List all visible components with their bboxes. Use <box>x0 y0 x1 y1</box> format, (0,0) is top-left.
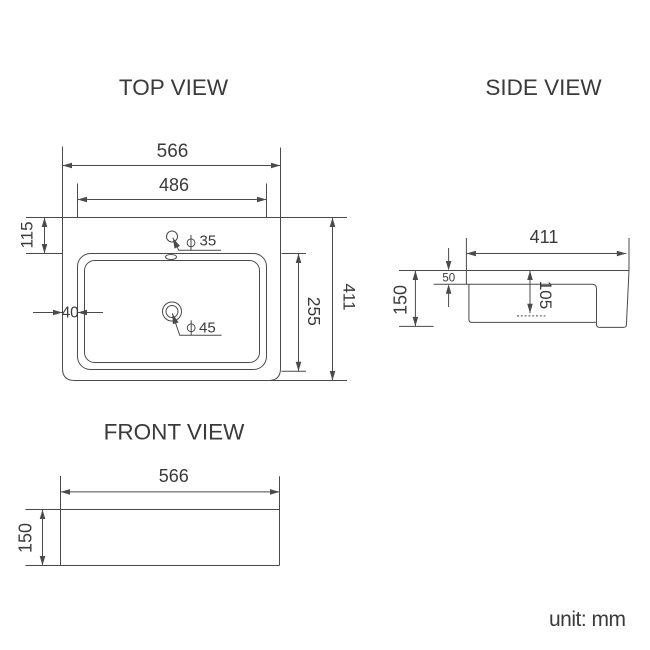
svg-text:255: 255 <box>304 297 324 326</box>
svg-text:unit: mm: unit: mm <box>549 608 626 631</box>
svg-text:115: 115 <box>18 221 37 248</box>
svg-text:150: 150 <box>391 285 411 315</box>
svg-text:TOP VIEW: TOP VIEW <box>119 75 229 100</box>
svg-text:566: 566 <box>159 466 189 486</box>
svg-text:35: 35 <box>200 232 217 249</box>
svg-text:105: 105 <box>536 281 555 309</box>
svg-text:411: 411 <box>530 227 559 247</box>
svg-text:150: 150 <box>15 523 35 553</box>
svg-text:411: 411 <box>340 283 359 310</box>
svg-text:566: 566 <box>157 141 189 162</box>
svg-text:FRONT VIEW: FRONT VIEW <box>104 420 246 445</box>
svg-text:45: 45 <box>199 320 216 337</box>
svg-text:SIDE VIEW: SIDE VIEW <box>485 75 602 100</box>
svg-text:50: 50 <box>442 273 455 285</box>
svg-text:486: 486 <box>159 175 189 195</box>
svg-text:40: 40 <box>62 305 80 322</box>
